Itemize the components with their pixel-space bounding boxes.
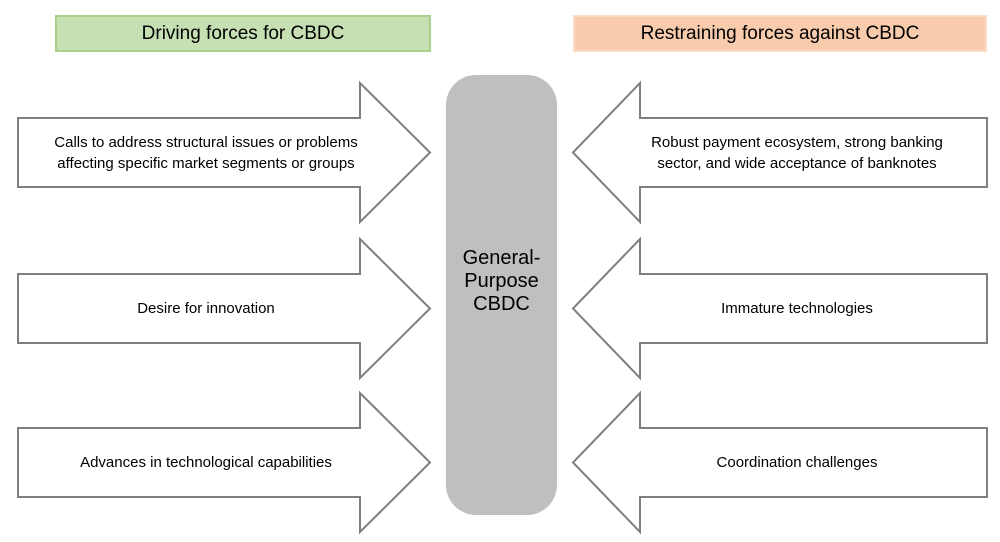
- driving-force-arrow-3-label: Advances in technological capabilities: [80, 454, 332, 471]
- driving-forces-header: Driving forces for CBDC: [55, 15, 431, 52]
- driving-force-arrow-1: Calls to address structural issues or pr…: [17, 80, 432, 225]
- driving-force-arrow-1-label: Calls to address structural issues or pr…: [54, 133, 358, 172]
- restraining-force-arrow-3-label: Coordination challenges: [716, 454, 878, 471]
- restraining-force-arrow-2: Immature technologies: [571, 236, 988, 381]
- arrow-right-icon: [17, 80, 432, 225]
- arrow-right-icon: [17, 236, 432, 381]
- driving-force-arrow-2: Desire for innovation: [17, 236, 432, 381]
- restraining-force-arrow-1-label: Robust payment ecosystem, strong banking…: [651, 133, 943, 172]
- restraining-force-arrow-3: Coordination challenges: [571, 390, 988, 535]
- arrow-left-icon: [571, 390, 988, 535]
- general-purpose-cbdc-label: General- Purpose CBDC: [462, 246, 541, 315]
- arrow-left-icon: [571, 236, 988, 381]
- general-purpose-cbdc-box: General- Purpose CBDC: [446, 75, 557, 515]
- restraining-force-arrow-2-label: Immature technologies: [721, 300, 873, 317]
- driving-force-arrow-3: Advances in technological capabilities: [17, 390, 432, 535]
- restraining-force-arrow-1: Robust payment ecosystem, strong banking…: [571, 80, 988, 225]
- arrow-right-icon: [17, 390, 432, 535]
- driving-force-arrow-2-label: Desire for innovation: [137, 300, 275, 317]
- restraining-forces-header: Restraining forces against CBDC: [573, 15, 987, 52]
- arrow-left-icon: [571, 80, 988, 225]
